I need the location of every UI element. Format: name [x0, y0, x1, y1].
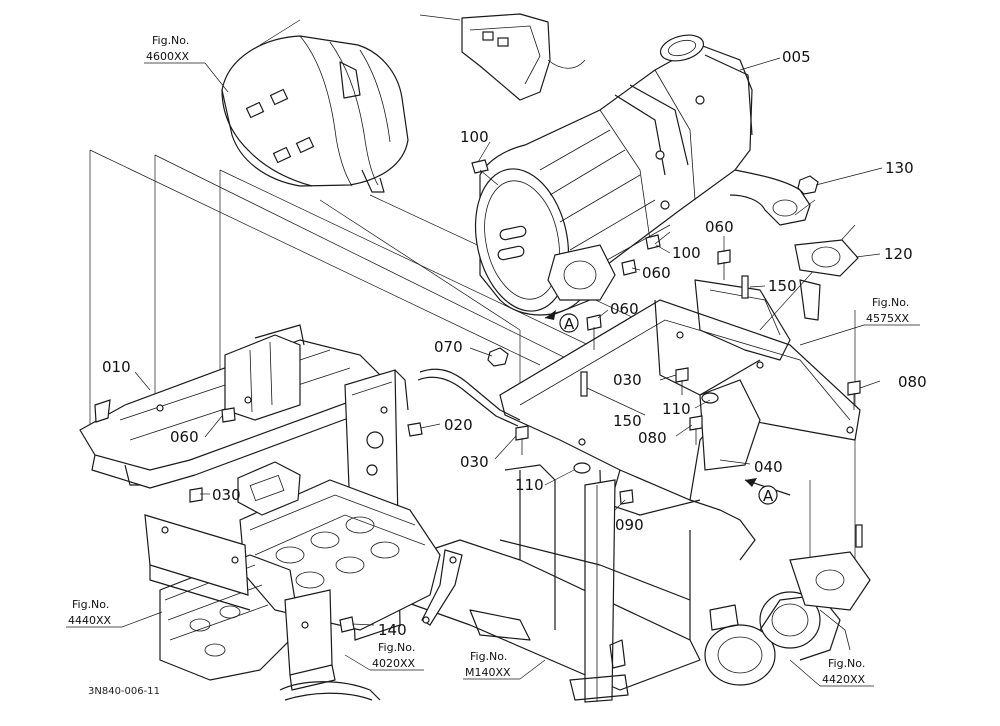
callout-040: 040	[754, 458, 783, 476]
marker-a-upper: A	[544, 299, 591, 333]
callout-110: 110	[662, 400, 691, 418]
callout-150: 150	[768, 277, 797, 295]
pipe-070	[417, 368, 521, 427]
fig-reference-4575: Fig.No. 4575XX	[799, 296, 920, 346]
link-arm	[421, 549, 463, 626]
callout-100: 100	[460, 128, 489, 146]
support-frame-010	[79, 324, 381, 489]
fig-ref-4600: 4600XX	[146, 50, 190, 63]
drawing-code: 3N840-006-11	[88, 686, 160, 697]
callout-120: 120	[884, 245, 913, 263]
fig-ref-4020: 4020XX	[372, 657, 416, 670]
callout-060: 060	[170, 428, 199, 446]
cylinder-head-assembly	[159, 461, 441, 701]
fig-reference-4020: Fig.No. 4020XX	[344, 641, 424, 671]
callout-080: 080	[638, 429, 667, 447]
callout-130: 130	[885, 159, 914, 177]
callout-leaders	[134, 57, 883, 626]
fig-reference-4600: Fig.No. 4600XX	[144, 34, 229, 93]
fig-prefix: Fig.No.	[378, 641, 415, 654]
callout-030: 030	[212, 486, 241, 504]
callout-010: 010	[102, 358, 131, 376]
dpf-muffler-assembly	[474, 34, 811, 316]
mount-frame-m140	[399, 464, 701, 703]
turbocharger	[704, 551, 871, 686]
callout-020: 020	[444, 416, 473, 434]
callout-030: 030	[613, 371, 642, 389]
fig-reference-4420: Fig.No. 4420XX	[789, 657, 874, 687]
callout-150: 150	[613, 412, 642, 430]
part-labels: 005 100 100 060 060 060 060 130 120 150 …	[102, 48, 927, 639]
fig-prefix: Fig.No.	[470, 650, 507, 663]
callout-070: 070	[434, 338, 463, 356]
callout-110: 110	[515, 476, 544, 494]
fig-prefix: Fig.No.	[152, 34, 189, 47]
callout-100: 100	[672, 244, 701, 262]
side-stay	[144, 514, 336, 691]
callout-005: 005	[782, 48, 811, 66]
fig-ref-m140: M140XX	[465, 666, 511, 679]
marker-a-label: A	[564, 315, 575, 333]
callout-080: 080	[898, 373, 927, 391]
fig-prefix: Fig.No.	[872, 296, 909, 309]
callout-140: 140	[378, 621, 407, 639]
fig-ref-4420: 4420XX	[822, 673, 866, 686]
callout-060: 060	[610, 300, 639, 318]
callout-090: 090	[615, 516, 644, 534]
fig-ref-4440: 4440XX	[68, 614, 112, 627]
heat-shield	[221, 35, 409, 193]
fig-reference-m140: Fig.No. M140XX	[463, 650, 546, 680]
fig-prefix: Fig.No.	[72, 598, 109, 611]
fig-ref-4575: 4575XX	[866, 312, 910, 325]
marker-a-lower: A	[744, 478, 791, 505]
fig-reference-4440: Fig.No. 4440XX	[66, 598, 163, 628]
callout-060: 060	[642, 264, 671, 282]
gasket-120	[794, 239, 859, 277]
fig-prefix: Fig.No.	[828, 657, 865, 670]
main-bracket-040	[499, 279, 861, 561]
callout-030: 030	[460, 453, 489, 471]
upper-bracket	[461, 13, 586, 101]
marker-a-label: A	[763, 487, 774, 505]
callout-060: 060	[705, 218, 734, 236]
